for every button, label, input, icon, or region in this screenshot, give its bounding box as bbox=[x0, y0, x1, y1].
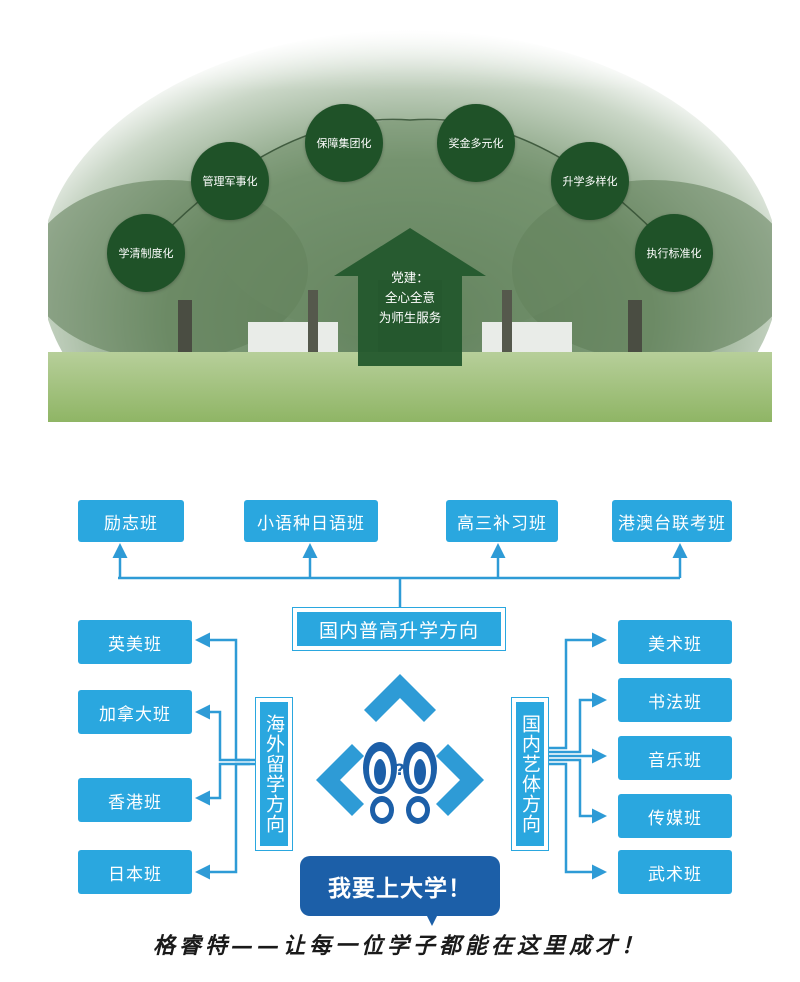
chevron-right-icon bbox=[436, 744, 484, 816]
tree-node-2: 管理军事化 bbox=[191, 142, 269, 220]
class-box-japan: 日本班 bbox=[78, 850, 192, 894]
class-box-lizhi: 励志班 bbox=[78, 500, 184, 542]
class-box-yingmei: 英美班 bbox=[78, 620, 192, 664]
tree-node-1: 学清制度化 bbox=[107, 214, 185, 292]
class-box-japanese: 小语种日语班 bbox=[244, 500, 378, 542]
class-box-gangaotai: 港澳台联考班 bbox=[612, 500, 732, 542]
class-box-media: 传媒班 bbox=[618, 794, 732, 838]
chevron-up-icon bbox=[364, 674, 436, 722]
arrow-caption: 党建： 全心全意 为师生服务 bbox=[378, 270, 442, 325]
class-box-canada: 加拿大班 bbox=[78, 690, 192, 734]
class-box-gaosan: 高三补习班 bbox=[446, 500, 558, 542]
hub-overseas: 海外留学方向 bbox=[256, 698, 292, 850]
class-box-calligraphy: 书法班 bbox=[618, 678, 732, 722]
tree-node-6: 执行标准化 bbox=[635, 214, 713, 292]
chevron-left-icon bbox=[316, 744, 364, 816]
tree-illustration bbox=[48, 0, 772, 422]
hub-domestic: 国内普高升学方向 bbox=[293, 608, 505, 650]
class-box-hongkong: 香港班 bbox=[78, 778, 192, 822]
tree-banner: 学清制度化 管理军事化 保障集团化 奖金多元化 升学多样化 执行标准化 党建： … bbox=[48, 0, 772, 422]
goal-bubble: 我要上大学！ bbox=[300, 856, 500, 916]
tree-node-4: 奖金多元化 bbox=[437, 104, 515, 182]
tree-node-3: 保障集团化 bbox=[305, 104, 383, 182]
hub-arts: 国内艺体方向 bbox=[512, 698, 548, 850]
class-box-martial: 武术班 bbox=[618, 850, 732, 894]
question-mark: ? bbox=[395, 760, 404, 779]
goal-bubble-tail bbox=[426, 914, 438, 926]
class-box-art: 美术班 bbox=[618, 620, 732, 664]
slogan: 格睿特——让每一位学子都能在这里成才！ bbox=[152, 933, 647, 959]
tree-node-5: 升学多样化 bbox=[551, 142, 629, 220]
up-arrow-shape bbox=[334, 228, 486, 366]
class-box-music: 音乐班 bbox=[618, 736, 732, 780]
